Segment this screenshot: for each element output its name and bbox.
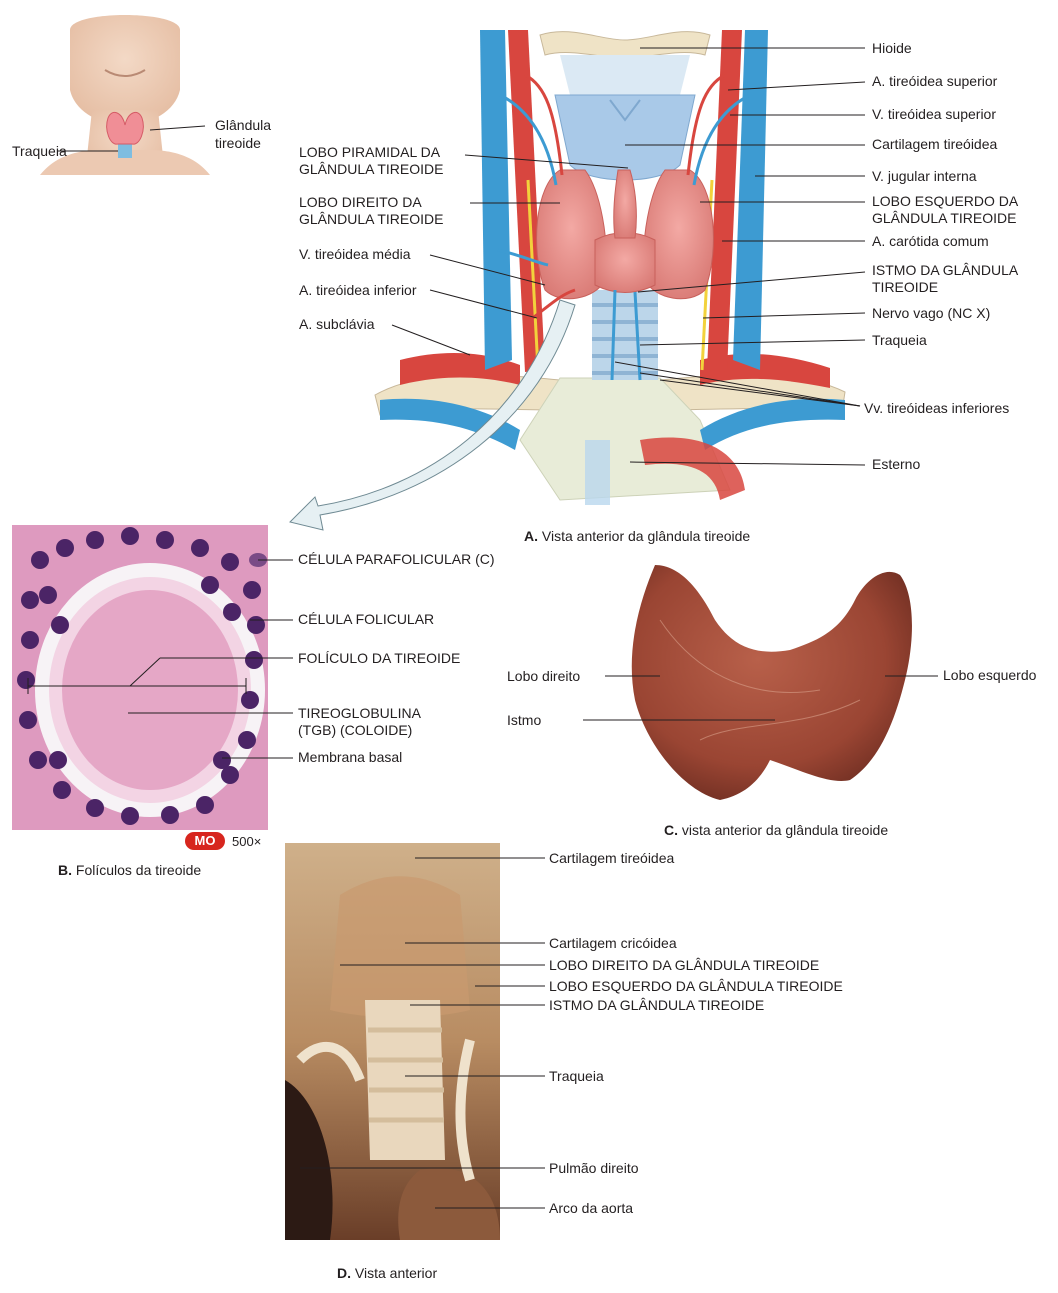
label-lobo-direito-1: LOBO DIREITO DA [299,194,422,210]
zoom-arrow [289,299,576,531]
label-lobo-piramidal-2: GLÂNDULA TIREOIDE [299,161,444,177]
inset-head [70,15,180,125]
label-v-tireoidea-media: V. tireóidea média [299,246,411,262]
label-vv-tireoideas-inferiores: Vv. tireóideas inferiores [864,400,1010,416]
label-a-tireoidea-superior: A. tireóidea superior [872,73,998,89]
caption-b-letter: B. [58,862,72,878]
label-a-carotida-comum: A. carótida comum [872,233,989,249]
brachiocephalic-vein [380,398,520,450]
caption-c-letter: C. [664,822,678,838]
label-celula-folicular: CÉLULA FOLICULAR [298,611,435,627]
label-pulmao-direito: Pulmão direito [549,1160,639,1176]
label-membrana-basal: Membrana basal [298,749,403,765]
inset-thyroid [106,111,144,145]
colloid [62,590,238,790]
label-lobo-esquerdo-d: LOBO ESQUERDO DA GLÂNDULA TIREOIDE [549,978,843,994]
thyroid-gland [536,169,714,300]
inset-label-glandula-2: tireoide [215,135,261,151]
label-lobo-piramidal-1: LOBO PIRAMIDAL DA [299,144,441,160]
panel-c-specimen [631,565,912,800]
label-istmo-d: ISTMO DA GLÂNDULA TIREOIDE [549,997,765,1013]
label-v-jugular-interna: V. jugular interna [872,168,977,184]
caption-b-text: Folículos da tireoide [75,862,202,878]
inset-shoulders [40,150,210,175]
panel-d-dissection [285,843,500,1240]
label-tireoglobulina-2: (TGB) (COLOIDE) [298,722,413,738]
label-cartilagem-cricoidea: Cartilagem cricóidea [549,935,677,951]
caption-d: D. Vista anterior [337,1265,437,1282]
label-esterno: Esterno [872,456,921,472]
label-cartilagem-tireoidea: Cartilagem tireóidea [872,136,998,152]
label-istmo-c: Istmo [507,712,542,728]
caption-a-letter: A. [524,528,538,544]
label-istmo-2: TIREOIDE [872,279,939,295]
trachea [592,290,658,380]
follicular-cell-nuclei [17,527,265,825]
label-a-subclavia: A. subclávia [299,316,375,332]
caption-c-text: vista anterior da glândula tireoide [681,822,889,838]
inset-label-glandula-1: Glândula [215,117,272,133]
label-traqueia-a: Traqueia [872,332,927,348]
thyroid-cartilage [554,94,696,181]
thyroid-right-lobe [536,169,607,300]
label-tireoglobulina-1: TIREOGLOBULINA [298,705,421,721]
caption-d-letter: D. [337,1265,351,1281]
label-hioide: Hioide [872,40,912,56]
label-nervo-vago: Nervo vago (NC X) [872,305,991,321]
neck-inset [40,15,210,175]
label-arco-aorta: Arco da aorta [549,1200,634,1216]
label-istmo-1: ISTMO DA GLÂNDULA [872,262,1019,278]
panel-b-histology [12,525,268,830]
label-v-tireoidea-superior: V. tireóidea superior [872,106,997,122]
label-celula-parafolicular: CÉLULA PARAFOLICULAR (C) [298,551,495,567]
magnification-label: 500× [232,834,262,849]
thyroid-left-lobe [643,169,714,300]
label-a-tireoidea-inferior: A. tireóidea inferior [299,282,417,298]
caption-a-text: Vista anterior da glândula tireoide [541,528,751,544]
label-foliculo: FOLÍCULO DA TIREOIDE [298,650,461,666]
inset-label-traqueia: Traqueia [12,143,67,159]
caption-a: A. Vista anterior da glândula tireoide [524,528,750,545]
panel-a-illustration [289,30,846,531]
label-lobo-direito-c: Lobo direito [507,668,581,684]
label-traqueia-d: Traqueia [549,1068,604,1084]
label-lobo-direito-2: GLÂNDULA TIREOIDE [299,211,444,227]
dissection-trachea [365,1000,445,1160]
caption-b: B. Folículos da tireoide [58,862,201,879]
common-carotid-right [508,30,545,372]
hyoid-bone [539,31,711,59]
caption-d-text: Vista anterior [354,1265,438,1281]
mo-badge: MO [185,832,225,850]
thyroid-pyramidal-lobe [613,169,637,239]
internal-jugular-vein-right [480,30,512,370]
label-lobo-esquerdo-2: GLÂNDULA TIREOIDE [872,210,1017,226]
label-lobo-esquerdo-c: Lobo esquerdo [943,667,1037,683]
caption-c: C. vista anterior da glândula tireoide [664,822,888,839]
thyroid-isthmus [594,232,656,293]
label-lobo-direito-d: LOBO DIREITO DA GLÂNDULA TIREOIDE [549,957,820,973]
gland-specimen [631,565,912,800]
label-lobo-esquerdo-1: LOBO ESQUERDO DA [872,193,1019,209]
label-cartilagem-tireoidea-d: Cartilagem tireóidea [549,850,675,866]
